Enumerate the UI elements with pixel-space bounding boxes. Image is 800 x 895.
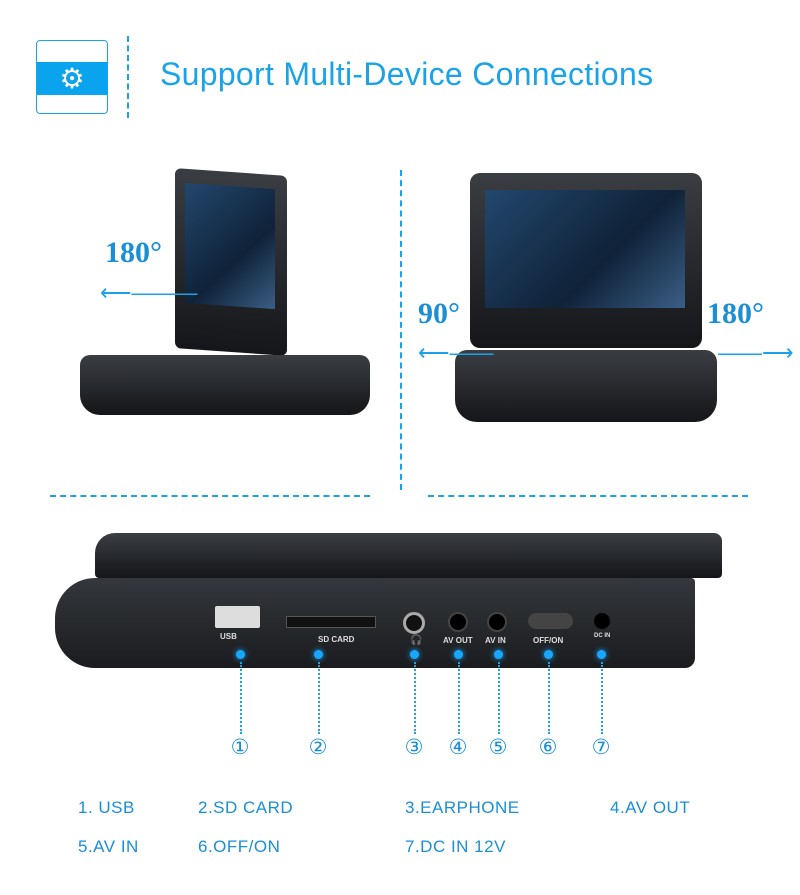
av-out-jack	[448, 612, 468, 632]
usb-label: USB	[220, 632, 237, 641]
marker-4: ④	[448, 736, 468, 759]
legend-av-in: 5.AV IN	[78, 837, 139, 856]
settings-badge: ⚙	[36, 40, 108, 114]
page-title: Support Multi-Device Connections	[160, 56, 654, 92]
rotate-left-arrow-icon: ⟵——	[418, 340, 494, 365]
gear-icon: ⚙	[59, 63, 85, 94]
legend-off-on: 6.OFF/ON	[198, 837, 281, 856]
marker-3: ③	[404, 736, 424, 759]
player-side-view: USB SD CARD 🎧 AV OUT AV IN OFF/ON DC IN	[50, 533, 722, 673]
earphone-jack	[403, 612, 425, 634]
legend-av-out: 4.AV OUT	[610, 798, 691, 817]
marker-6: ⑥	[538, 736, 558, 759]
rotate-arrow-icon: ⟵———	[100, 280, 198, 305]
divider	[428, 495, 748, 497]
switch-label: OFF/ON	[533, 636, 564, 645]
dc-in-jack	[594, 613, 610, 629]
legend-dc-in: 7.DC IN 12V	[405, 837, 506, 856]
av-in-label: AV IN	[485, 636, 506, 645]
rotation-label-90: 90°	[418, 297, 460, 330]
usb-port	[215, 606, 260, 628]
power-switch	[528, 613, 573, 629]
marker-5: ⑤	[488, 736, 508, 759]
player-front-view	[455, 170, 717, 430]
rotation-label-180: 180°	[105, 236, 162, 269]
av-in-jack	[487, 612, 507, 632]
sd-card-slot	[286, 616, 376, 628]
headphone-icon: 🎧	[410, 635, 423, 646]
dc-label: DC IN	[594, 633, 611, 639]
sd-label: SD CARD	[318, 635, 355, 644]
legend-earphone: 3.EARPHONE	[405, 798, 520, 817]
rotation-label-180: 180°	[707, 297, 764, 330]
marker-7: ⑦	[591, 736, 611, 759]
divider	[127, 36, 129, 118]
rotate-right-arrow-icon: ——⟶	[718, 340, 794, 365]
divider	[50, 495, 370, 497]
marker-1: ①	[230, 736, 250, 759]
player-rotated-view	[75, 168, 375, 430]
marker-2: ②	[308, 736, 328, 759]
av-out-label: AV OUT	[443, 636, 473, 645]
legend-usb: 1. USB	[78, 798, 135, 817]
divider	[400, 170, 402, 490]
legend-sd-card: 2.SD CARD	[198, 798, 294, 817]
